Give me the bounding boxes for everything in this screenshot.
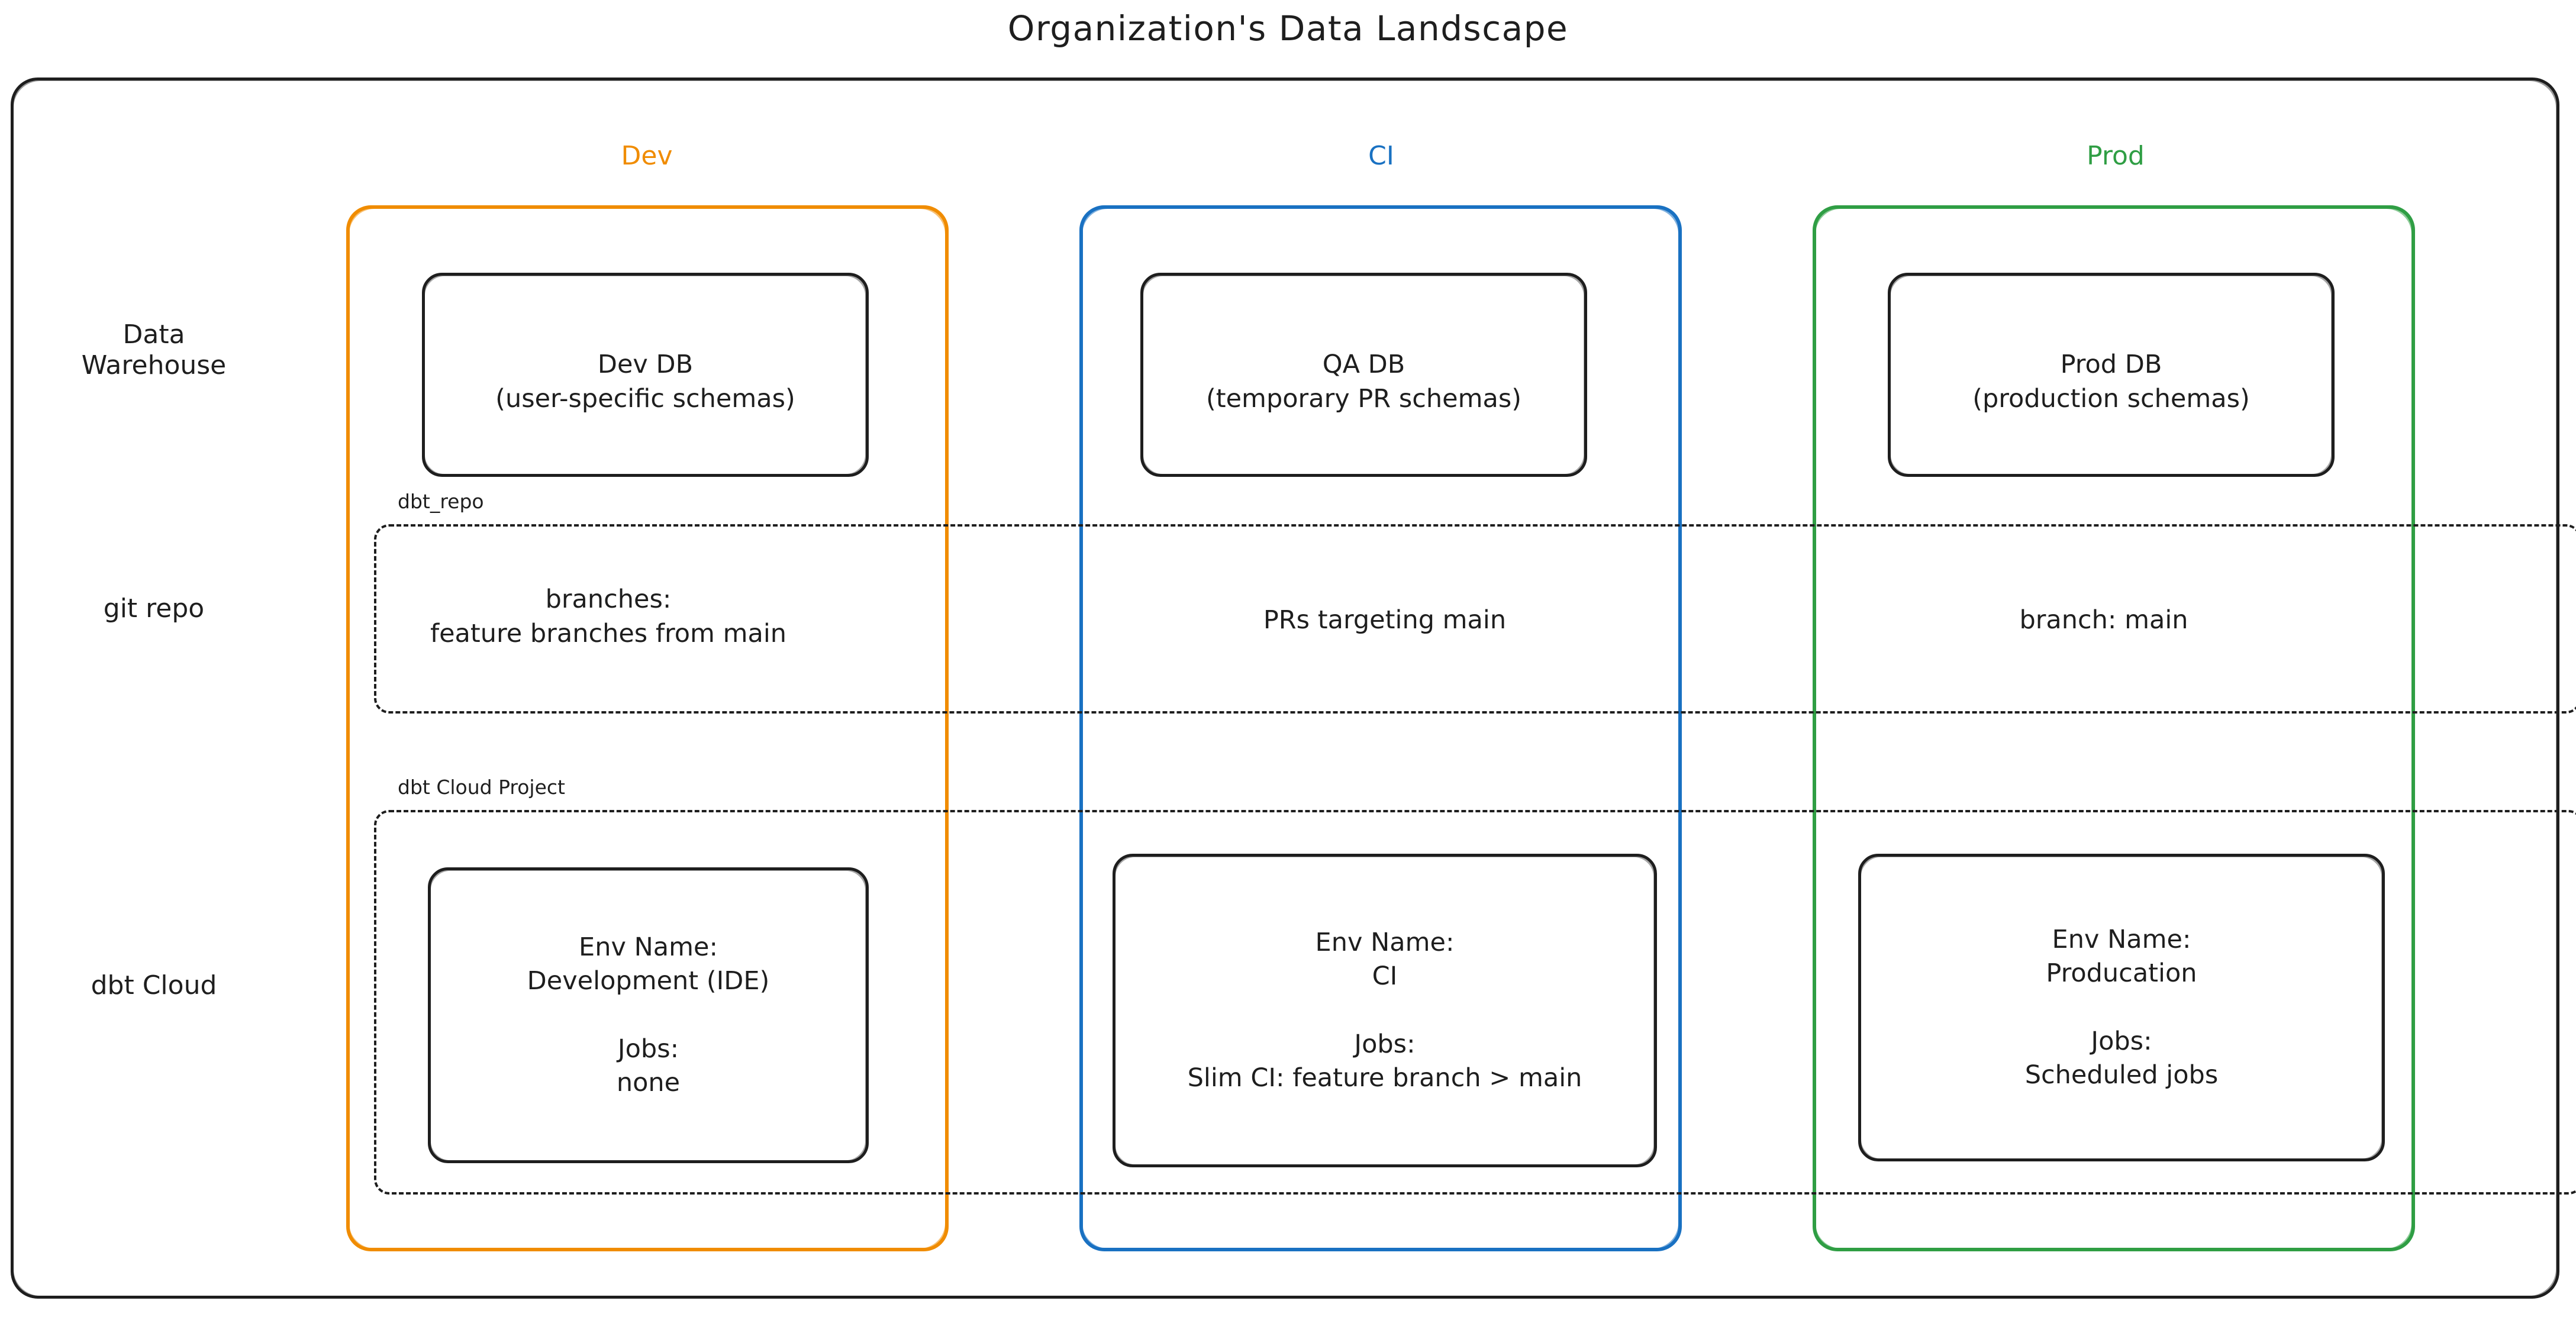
column-header-prod: Prod [2087, 141, 2145, 171]
card-qa-db-text: QA DB (temporary PR schemas) [1205, 350, 1522, 414]
card-dbt-cloud-env-dev-text: Env Name: Development (IDE) Jobs: none [527, 932, 770, 1098]
git-repo-ci-text: PRs targeting main [1263, 605, 1507, 635]
environment-column-ci [1079, 205, 1682, 1251]
git-repo-prod-text: branch: main [2019, 605, 2188, 635]
group-container-dbt-repo: dbt_repo [374, 490, 2576, 714]
row-label-git-repo: git repo [103, 593, 205, 624]
group-container-dbt-cloud-project: dbt Cloud Project [374, 776, 2576, 1195]
column-header-dev: Dev [621, 141, 673, 171]
card-prod-db: Prod DB (production schemas) [1888, 273, 2335, 477]
row-label-dbt-cloud: dbt Cloud [91, 970, 217, 1000]
git-repo-dev-text: branches: feature branches from main [430, 585, 787, 648]
environment-column-prod [1813, 205, 2415, 1251]
card-dev-db-text: Dev DB (user-specific schemas) [495, 350, 795, 414]
card-dbt-cloud-env-dev: Env Name: Development (IDE) Jobs: none [428, 867, 869, 1163]
page-title: Organization's Data Landscape [1007, 8, 1569, 49]
card-qa-db: QA DB (temporary PR schemas) [1140, 273, 1587, 477]
row-label-data-warehouse: Data Warehouse [81, 319, 227, 380]
group-label-dbt-cloud-project: dbt Cloud Project [398, 776, 565, 799]
column-header-ci: CI [1368, 141, 1394, 171]
card-dbt-cloud-env-prod-text: Env Name: Producation Jobs: Scheduled jo… [2024, 925, 2219, 1090]
card-dev-db: Dev DB (user-specific schemas) [422, 273, 869, 477]
group-label-dbt-repo: dbt_repo [398, 490, 484, 513]
card-dbt-cloud-env-ci-text: Env Name: CI Jobs: Slim CI: feature bran… [1187, 928, 1582, 1093]
card-dbt-cloud-env-prod: Env Name: Producation Jobs: Scheduled jo… [1858, 854, 2385, 1161]
card-dbt-cloud-env-ci: Env Name: CI Jobs: Slim CI: feature bran… [1113, 854, 1657, 1167]
environment-column-dev [346, 205, 949, 1251]
card-prod-db-text: Prod DB (production schemas) [1972, 350, 2250, 414]
